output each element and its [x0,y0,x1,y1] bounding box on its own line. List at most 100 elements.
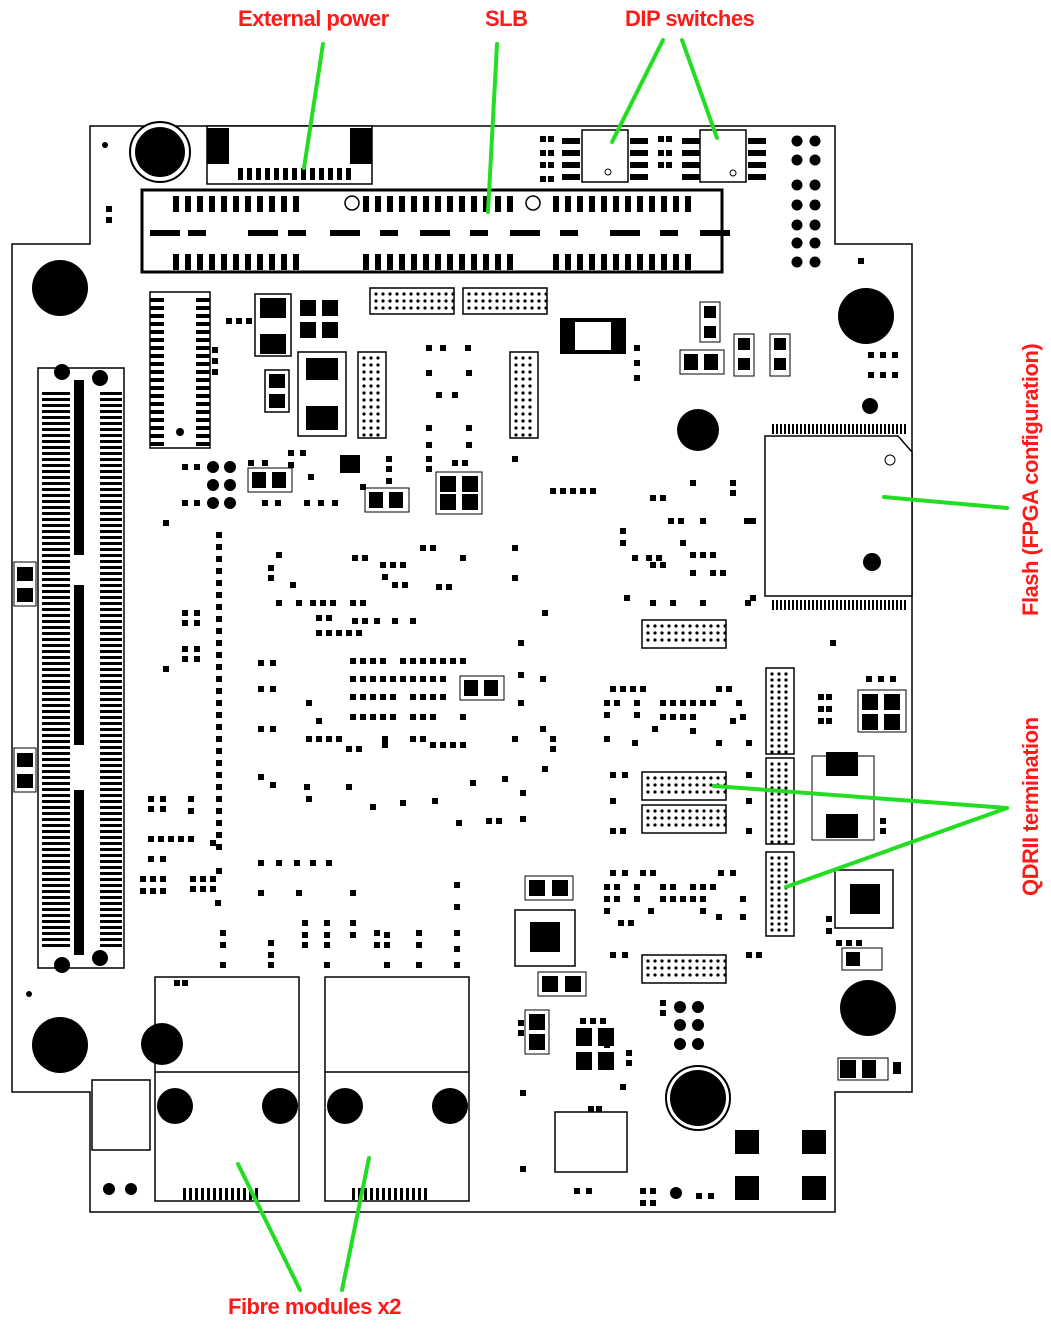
dip-smd [658,136,664,142]
slb-pin [459,196,465,212]
left-pin [100,920,122,923]
header-dot [653,966,657,970]
header-dot [681,959,685,963]
left-pin [100,812,122,815]
header-dot [362,419,366,423]
header-dot [777,922,781,926]
smd-part [632,555,638,561]
flash-pin [828,424,830,434]
smd-part [316,718,322,724]
header-dot [537,299,541,303]
smd-part [216,568,222,574]
smd-part [700,700,706,706]
smd-part [540,676,546,682]
smd-part [384,962,390,968]
slb-connector [140,188,730,274]
smd-part [826,706,832,712]
via-dot [809,199,821,211]
slb-pin [269,254,275,270]
header-dot [770,702,774,706]
header-dot [716,638,720,642]
header-dot [467,299,471,303]
left-pin [100,542,122,545]
slb-pin [173,196,179,212]
header-dot [695,816,699,820]
smd-part [632,740,638,746]
smd-part [550,736,556,742]
left-pin [42,476,70,479]
via-dot [224,497,236,509]
slb-midpin [380,230,398,236]
header-dot [770,690,774,694]
smd-part [326,615,332,621]
left-pin [100,692,122,695]
smd-part [626,1050,632,1056]
dip-pad [682,174,700,180]
flash-pin [904,600,906,610]
smd-part [650,870,656,876]
header-dot [770,828,774,832]
header-dot [784,804,788,808]
header-dot [444,299,448,303]
header-dot [528,419,532,423]
header-dot [716,776,720,780]
vic-pin [196,354,210,358]
header-dot [770,880,774,884]
smd-part [306,736,312,742]
left-pin [42,674,70,677]
smd-part [310,600,316,606]
left-pin [100,512,122,515]
smd-part [622,952,628,958]
smd-part [216,844,222,850]
header-dot [784,816,788,820]
header-dot [688,638,692,642]
header-dot [784,810,788,814]
smd-part [380,694,386,700]
fibre-pin [207,1188,210,1200]
smd-part [700,600,706,606]
header-dot [702,816,706,820]
header-dot [667,816,671,820]
smd-part [160,888,166,894]
header-dot [646,809,650,813]
flash-pin [832,424,834,434]
header-dot [784,862,788,866]
header-dot [770,862,774,866]
smd-part [744,518,750,524]
slb-pin [589,196,595,212]
header-dot [777,798,781,802]
flash-pin [876,600,878,610]
smd-part [460,742,466,748]
left-pin [100,914,122,917]
left-pin [42,758,70,761]
header-dot [502,306,506,310]
smd-part [194,646,200,652]
smd-part [512,456,518,462]
header-dot [667,959,671,963]
header-dot [481,299,485,303]
header-dot [784,732,788,736]
left-pin [100,626,122,629]
dip-pad [748,150,766,156]
smd-part [194,610,200,616]
header-dot [376,398,380,402]
qfn-ics [91,869,894,1173]
smd-part [590,1018,596,1024]
flash-pin [812,424,814,434]
header-dot [528,370,532,374]
header-dot [777,898,781,902]
flash-pin [824,600,826,610]
header-dot [502,299,506,303]
left-pin [100,398,122,401]
smd-part [650,1188,656,1194]
smd-part [460,658,466,664]
header-dot [688,973,692,977]
header-dot [777,750,781,754]
fibre-pin [243,1188,246,1200]
left-pin [42,662,70,665]
flash-pin [868,600,870,610]
header-dot [514,419,518,423]
smd-part [350,600,356,606]
smd-part [216,556,222,562]
header-dot [521,398,525,402]
